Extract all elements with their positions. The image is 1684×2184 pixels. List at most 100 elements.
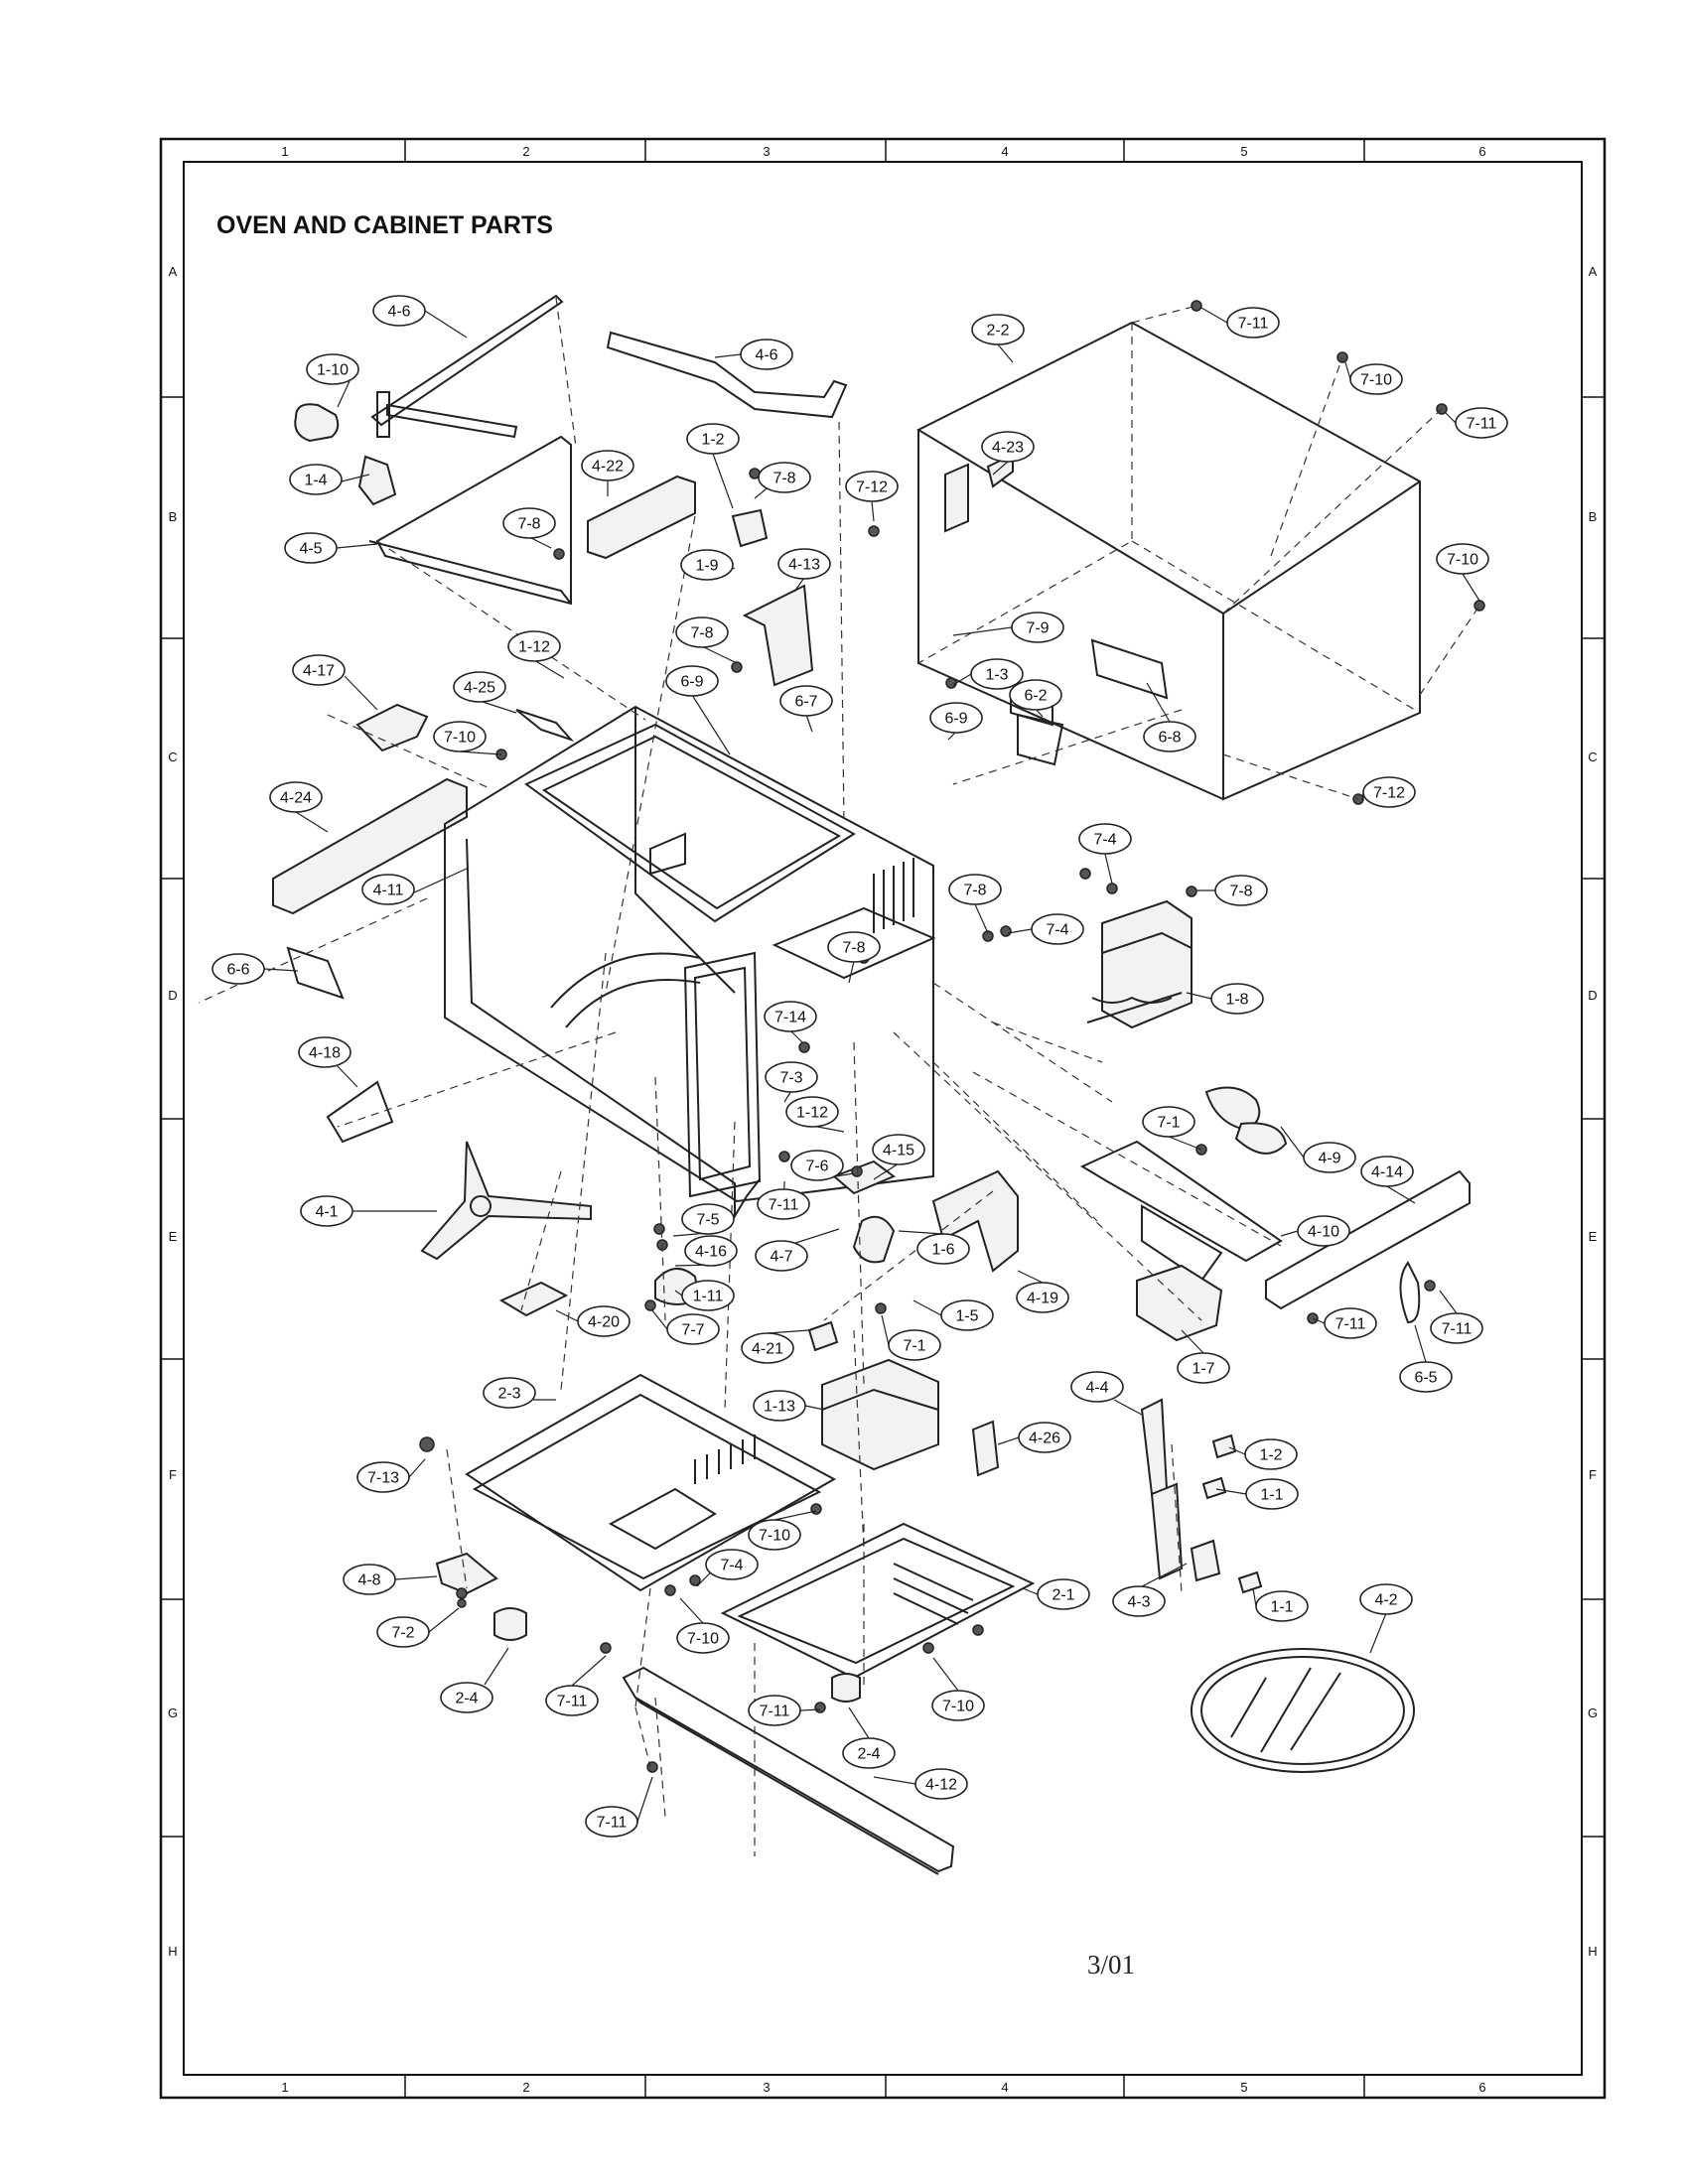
assembly-line <box>520 1170 562 1311</box>
callout-label: 6-8 <box>1158 730 1181 747</box>
leader-line <box>898 1230 944 1235</box>
callout-bubble-outline <box>1303 1142 1356 1173</box>
callout-part-4-16: 4-16 <box>684 1235 738 1267</box>
leader-line <box>881 1314 890 1346</box>
callout-part-4-4: 4-4 <box>1070 1371 1124 1403</box>
callout-bubble-outline <box>284 532 338 564</box>
callout-part-1-3: 1-3 <box>970 658 1024 690</box>
callout-label: 7-9 <box>1026 620 1049 637</box>
callout-bubble-outline <box>765 1061 818 1093</box>
grid-column-label-top: 2 <box>522 144 529 159</box>
leader-line <box>679 1597 704 1624</box>
callout-part-7-12: 7-12 <box>845 471 899 502</box>
callout-bubble-outline <box>483 1377 536 1409</box>
callout-bubble-outline <box>1143 721 1196 752</box>
assembly-line <box>853 1329 865 1550</box>
callout-label: 7-5 <box>696 1212 719 1229</box>
leader-line <box>793 577 805 593</box>
callout-part-7-10: 7-10 <box>676 1622 730 1654</box>
callout-bubble-outline <box>545 1685 599 1716</box>
callout-part-1-10: 1-10 <box>306 353 359 385</box>
callout-label: 7-8 <box>690 625 713 642</box>
callout-bubble-outline <box>433 721 487 752</box>
callout-part-4-13: 4-13 <box>777 548 831 580</box>
callout-bubble-outline <box>1031 913 1084 945</box>
grid-column-label-bottom: 1 <box>281 2080 288 2095</box>
grid-column-label-top: 5 <box>1240 144 1247 159</box>
callout-bubble-outline <box>1078 823 1132 855</box>
callout-part-7-13: 7-13 <box>356 1461 410 1493</box>
callout-part-7-1: 7-1 <box>888 1329 941 1361</box>
callout-part-1-13: 1-13 <box>753 1390 806 1422</box>
callout-part-7-8: 7-8 <box>675 616 729 648</box>
assembly-line <box>932 1061 1098 1222</box>
leader-line <box>479 700 517 714</box>
callout-label: 4-15 <box>883 1143 914 1160</box>
callout-part-7-11: 7-11 <box>585 1806 638 1838</box>
callout-bubble-outline <box>748 1695 801 1726</box>
leader-line <box>528 536 552 549</box>
callout-label: 2-2 <box>986 323 1009 340</box>
callout-bubble-outline <box>1297 1215 1350 1247</box>
callout-label: 7-7 <box>681 1322 704 1339</box>
callout-bubble-outline <box>356 1461 410 1493</box>
leader-line <box>344 675 378 711</box>
callout-part-7-9: 7-9 <box>1011 612 1064 643</box>
callout-bubble-outline <box>1070 1371 1124 1403</box>
callout-label: 7-11 <box>1442 1321 1473 1338</box>
leader-line <box>1186 992 1212 1000</box>
callout-bubble-outline <box>1011 612 1064 643</box>
callout-bubble-outline <box>1324 1307 1377 1339</box>
callout-part-6-9: 6-9 <box>929 702 983 734</box>
leader-line <box>789 1029 803 1043</box>
callout-part-4-8: 4-8 <box>343 1564 396 1595</box>
leader-line <box>1252 1587 1257 1607</box>
callout-label: 6-2 <box>1024 688 1047 705</box>
callout-bubble-outline <box>914 1768 968 1800</box>
leader-line <box>1200 307 1228 324</box>
leader-line <box>1312 1317 1326 1324</box>
callout-part-6-8: 6-8 <box>1143 721 1196 752</box>
grid-row-label-right: E <box>1589 1229 1598 1244</box>
leader-line <box>691 694 731 755</box>
leader-line <box>952 626 1013 636</box>
callout-part-4-6: 4-6 <box>372 295 426 327</box>
assembly-line <box>560 952 607 1391</box>
callout-bubble-outline <box>779 685 833 717</box>
callout-bubble-outline <box>872 1134 925 1165</box>
callout-bubble-outline <box>507 630 561 662</box>
leader-line <box>848 1706 870 1739</box>
callout-label: 4-4 <box>1085 1380 1108 1397</box>
leader-line <box>873 1776 916 1785</box>
callout-bubble-outline <box>666 1313 720 1345</box>
callout-part-7-4: 7-4 <box>1078 823 1132 855</box>
callout-bubble-outline <box>741 1332 794 1364</box>
callout-part-4-12: 4-12 <box>914 1768 968 1800</box>
assembly-line <box>198 897 428 1004</box>
callout-part-7-14: 7-14 <box>764 1001 817 1032</box>
callout-bubble-outline <box>585 1806 638 1838</box>
callout-label: 2-4 <box>857 1746 880 1763</box>
callout-label: 4-22 <box>592 459 624 476</box>
callout-label: 7-10 <box>444 730 476 747</box>
callout-bubble-outline <box>1362 776 1416 808</box>
callout-part-7-11: 7-11 <box>1430 1312 1483 1344</box>
callout-bubble-outline <box>888 1329 941 1361</box>
callout-bubble-outline <box>842 1737 896 1769</box>
assembly-line <box>992 1022 1103 1063</box>
callout-bubble-outline <box>676 1622 730 1654</box>
callout-bubble-outline <box>981 431 1035 463</box>
callout-label: 4-20 <box>588 1314 620 1331</box>
grid-column-label-top: 4 <box>1001 144 1008 159</box>
grid-row-label-left: E <box>169 1229 178 1244</box>
callout-part-1-9: 1-9 <box>680 549 734 581</box>
callout-bubble-outline <box>764 1001 817 1032</box>
callout-part-7-11: 7-11 <box>748 1695 801 1726</box>
callout-bubble-outline <box>269 781 323 813</box>
callout-bubble-outline <box>306 353 359 385</box>
callout-label: 7-12 <box>856 479 888 496</box>
callout-part-4-9: 4-9 <box>1303 1142 1356 1173</box>
leader-line <box>873 1162 900 1180</box>
callout-part-7-8: 7-8 <box>1214 875 1268 906</box>
callout-part-6-5: 6-5 <box>1399 1361 1453 1393</box>
